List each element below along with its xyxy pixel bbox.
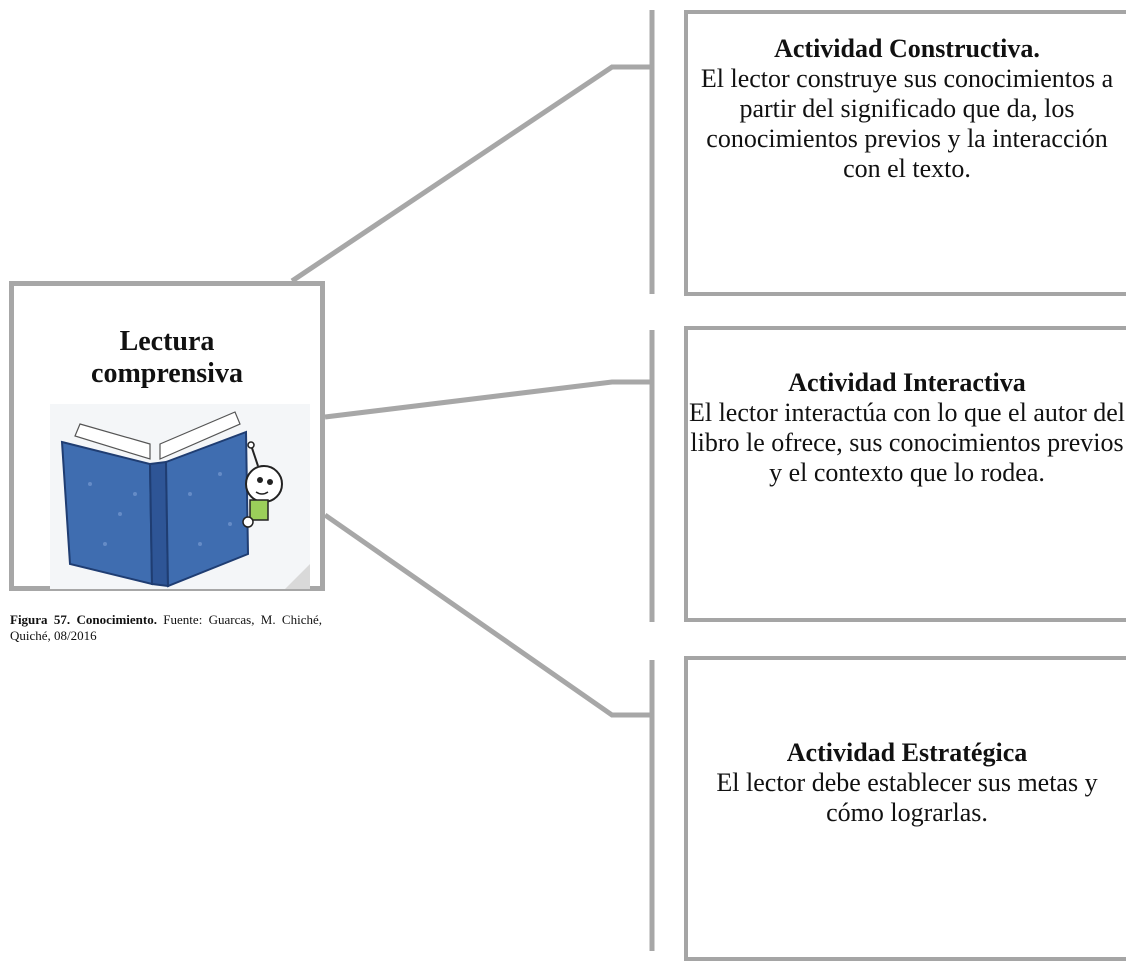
figure-source: Fuente: Guarcas, M. Chiché, Quiché, 08/2… — [10, 612, 322, 643]
connector-estrategica — [323, 512, 652, 718]
activity-title: Actividad Constructiva. — [774, 34, 1040, 63]
center-title: Lectura comprensiva — [14, 326, 320, 390]
activity-box-estrategica: Actividad Estratégica El lector debe est… — [684, 656, 1126, 961]
activity-box-constructiva: Actividad Constructiva. El lector constr… — [684, 10, 1126, 296]
figure-label: Figura 57. Conocimiento. — [10, 612, 157, 627]
reading-comprehension-box: Lectura comprensiva — [9, 281, 325, 591]
activity-description: El lector construye sus conocimientos a … — [700, 64, 1114, 183]
activity-title: Actividad Interactiva — [788, 368, 1026, 397]
activity-description: El lector interactúa con lo que el autor… — [688, 398, 1126, 487]
activity-title: Actividad Estratégica — [786, 738, 1028, 767]
center-title-line1: Lectura — [119, 326, 215, 357]
activity-box-interactiva: Actividad Interactiva El lector interact… — [684, 326, 1126, 622]
book-reader-illustration — [50, 404, 310, 589]
figure-caption: Figura 57. Conocimiento. Fuente: Guarcas… — [10, 612, 322, 644]
connector-interactiva — [324, 379, 652, 420]
connector-constructiva — [290, 64, 652, 284]
activity-description: El lector debe establecer sus metas y có… — [716, 768, 1098, 827]
center-title-line2: comprensiva — [91, 358, 243, 389]
